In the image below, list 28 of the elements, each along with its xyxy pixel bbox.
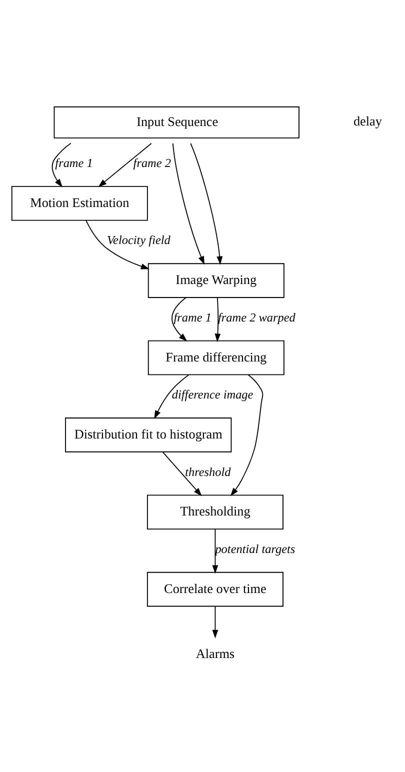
arrow — [172, 142, 205, 265]
arrow — [214, 297, 221, 342]
node-box: Correlate over time — [146, 572, 284, 607]
arrow — [98, 142, 152, 188]
arrow — [86, 220, 150, 270]
arrow — [154, 374, 190, 419]
arrow — [162, 452, 202, 496]
label: delay — [353, 113, 382, 128]
edge-label: threshold — [185, 464, 231, 479]
arrow — [230, 374, 264, 496]
arrow — [52, 142, 72, 188]
arrow — [212, 606, 218, 638]
edge-label: frame 1 — [55, 156, 93, 170]
edge-label: difference image — [172, 388, 254, 402]
node-box: Motion Estimation — [11, 186, 148, 221]
edge-label: frame 2 warped — [218, 310, 296, 324]
edge-label: Velocity field — [106, 233, 170, 248]
edge-label: frame 2 — [133, 156, 171, 170]
arrow — [190, 142, 223, 265]
edge-label: frame 1 — [174, 310, 212, 324]
node-box: Distribution fit to histogram — [65, 418, 232, 452]
node-box: Image Warping — [148, 263, 284, 298]
node-box: Frame differencing — [148, 340, 284, 376]
node-box: Input Sequence — [54, 106, 300, 138]
node-text: Alarms — [196, 646, 235, 661]
node-box: Thresholding — [146, 494, 284, 530]
arrow — [212, 528, 218, 574]
arrow — [172, 297, 188, 342]
